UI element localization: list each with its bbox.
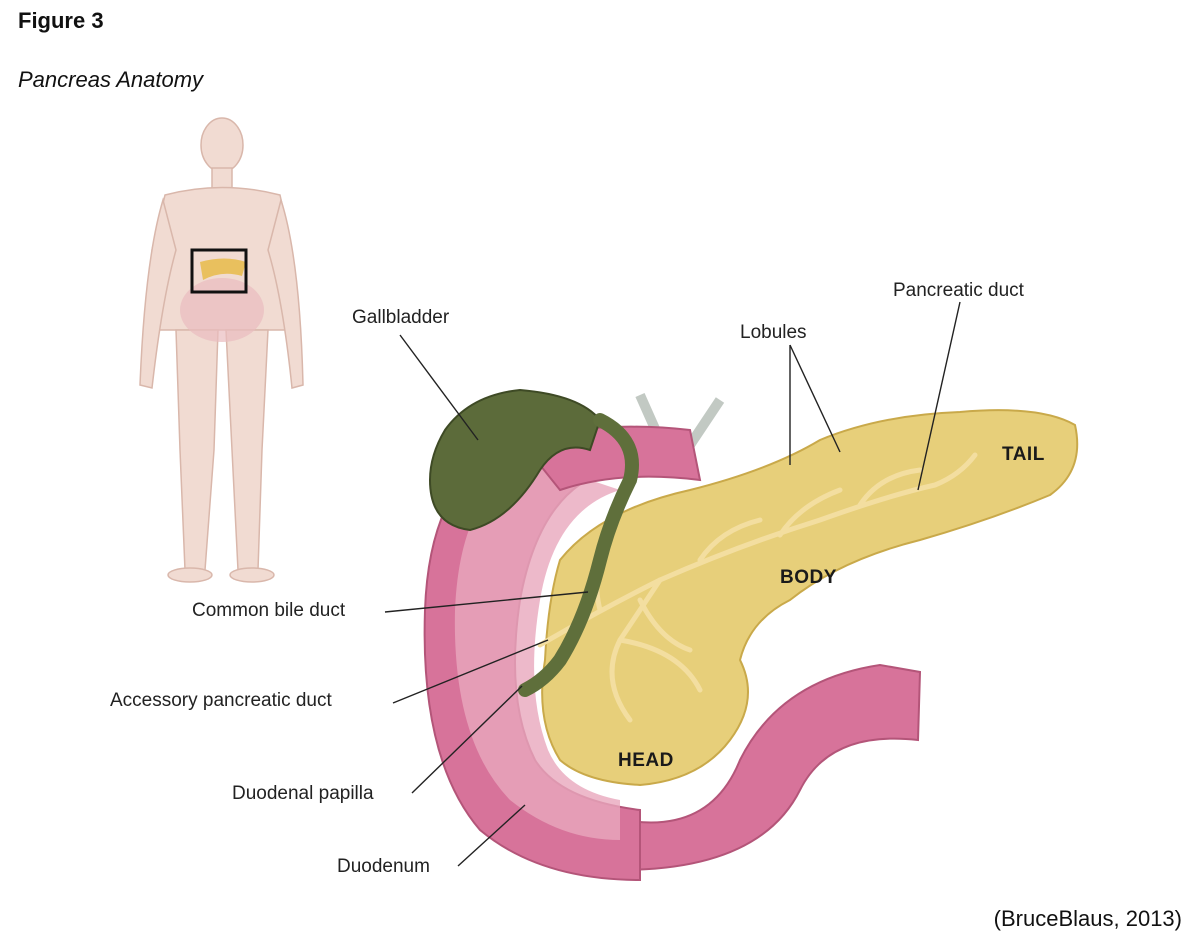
tail-label: TAIL xyxy=(1002,444,1045,466)
human-figure xyxy=(140,118,303,582)
pancreatic-duct-label: Pancreatic duct xyxy=(893,280,1024,302)
duodenal-papilla-label: Duodenal papilla xyxy=(232,783,374,805)
duodenum-label: Duodenum xyxy=(337,856,430,878)
head-label: HEAD xyxy=(618,750,674,772)
accessory-pancreatic-duct-label: Accessory pancreatic duct xyxy=(110,690,332,712)
body-label: BODY xyxy=(780,567,837,589)
image-credit: (BruceBlaus, 2013) xyxy=(994,906,1182,932)
lobules-label: Lobules xyxy=(740,322,807,344)
gallbladder-label: Gallbladder xyxy=(352,307,449,329)
common-bile-duct-label: Common bile duct xyxy=(192,600,345,622)
